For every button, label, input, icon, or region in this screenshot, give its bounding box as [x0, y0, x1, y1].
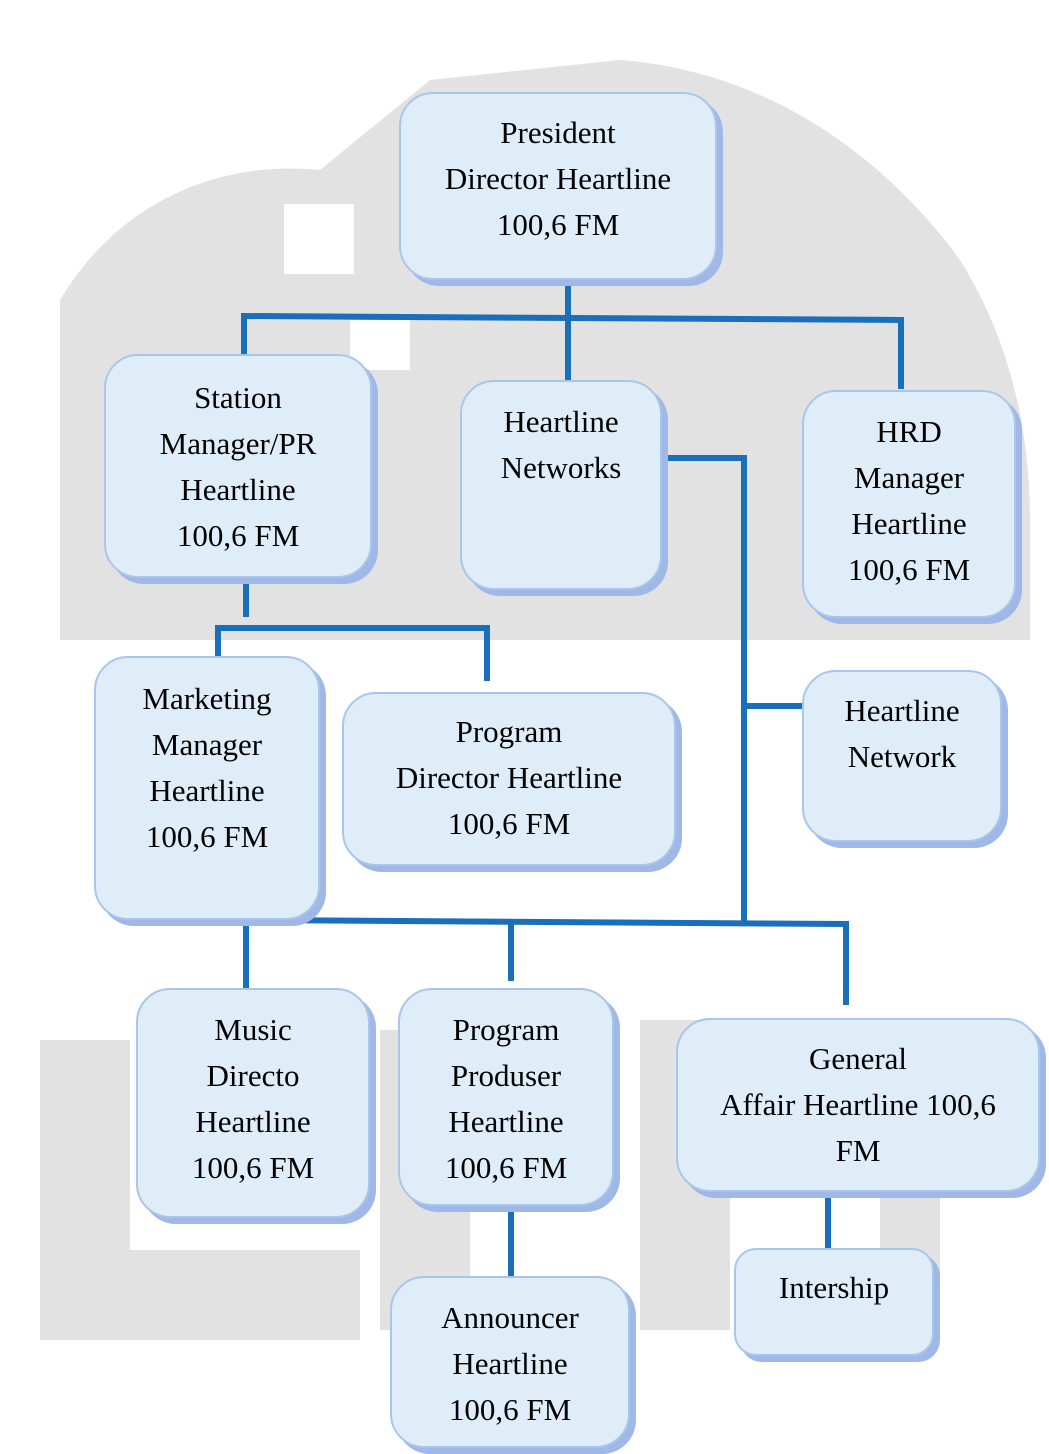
node-program-produser: Program Produser Heartline 100,6 FM	[398, 988, 614, 1206]
node-program-director: Program Director Heartline 100,6 FM	[342, 692, 676, 866]
node-president-line-1: President	[500, 115, 616, 150]
node-heartline-network-line-1: Heartline	[844, 693, 960, 728]
node-hrd-manager-line-3: Heartline	[851, 506, 967, 541]
node-announcer-line-3: 100,6 FM	[448, 1392, 572, 1427]
node-president-line-3: 100,6 FM	[496, 207, 620, 242]
node-station-manager-line-1: Station	[194, 380, 282, 415]
node-president-line-2: Director Heartline	[444, 161, 672, 196]
node-program-produser-line-4: 100,6 FM	[444, 1150, 568, 1185]
node-hrd-manager-line-1: HRD	[876, 414, 942, 449]
node-program-director-line-2: Director Heartline	[395, 760, 623, 795]
node-station-manager-line-4: 100,6 FM	[176, 518, 300, 553]
node-marketing-manager-line-4: 100,6 FM	[145, 819, 269, 854]
node-hrd-manager: HRD Manager Heartline 100,6 FM	[802, 390, 1016, 618]
connector-bottom-bus	[242, 916, 850, 928]
node-music-director-line-1: Music	[214, 1012, 292, 1047]
node-program-director-line-1: Program	[455, 714, 563, 749]
node-music-director: Music Directo Heartline 100,6 FM	[136, 988, 370, 1218]
node-general-affair: General Affair Heartline 100,6 FM	[676, 1018, 1040, 1192]
node-music-director-line-3: Heartline	[195, 1104, 311, 1139]
node-station-manager: Station Manager/PR Heartline 100,6 FM	[104, 354, 372, 578]
connector-mid-bus	[215, 625, 490, 681]
node-program-produser-line-1: Program	[452, 1012, 560, 1047]
node-station-manager-line-2: Manager/PR	[159, 426, 317, 461]
node-marketing-manager: Marketing Manager Heartline 100,6 FM	[94, 656, 320, 920]
node-marketing-manager-line-1: Marketing	[142, 681, 272, 716]
node-general-affair-line-3: FM	[835, 1133, 881, 1168]
node-marketing-manager-line-3: Heartline	[149, 773, 265, 808]
node-program-produser-line-3: Heartline	[448, 1104, 564, 1139]
node-program-director-line-3: 100,6 FM	[447, 806, 571, 841]
node-music-director-line-4: 100,6 FM	[191, 1150, 315, 1185]
node-intership-line-1: Intership	[778, 1270, 890, 1305]
node-heartline-networks: Heartline Networks	[460, 380, 662, 590]
node-station-manager-line-3: Heartline	[180, 472, 296, 507]
node-announcer: Announcer Heartline 100,6 FM	[390, 1276, 630, 1448]
node-heartline-network-line-2: Network	[847, 739, 957, 774]
node-general-affair-line-1: General	[808, 1041, 908, 1076]
node-general-affair-line-2: Affair Heartline 100,6	[720, 1087, 996, 1122]
connector-networks-right	[665, 455, 747, 921]
node-announcer-line-1: Announcer	[441, 1300, 579, 1335]
node-music-director-line-2: Directo	[206, 1058, 300, 1093]
node-intership: Intership	[734, 1248, 934, 1356]
connector-top-bus	[240, 312, 905, 324]
node-hrd-manager-line-2: Manager	[853, 460, 965, 495]
node-president: President Director Heartline 100,6 FM	[399, 92, 717, 280]
node-heartline-network: Heartline Network	[802, 670, 1002, 842]
node-heartline-networks-line-2: Networks	[500, 450, 622, 485]
node-hrd-manager-line-4: 100,6 FM	[847, 552, 971, 587]
node-program-produser-line-2: Produser	[450, 1058, 562, 1093]
node-marketing-manager-line-2: Manager	[151, 727, 263, 762]
node-announcer-line-2: Heartline	[452, 1346, 568, 1381]
node-heartline-networks-line-1: Heartline	[503, 404, 619, 439]
